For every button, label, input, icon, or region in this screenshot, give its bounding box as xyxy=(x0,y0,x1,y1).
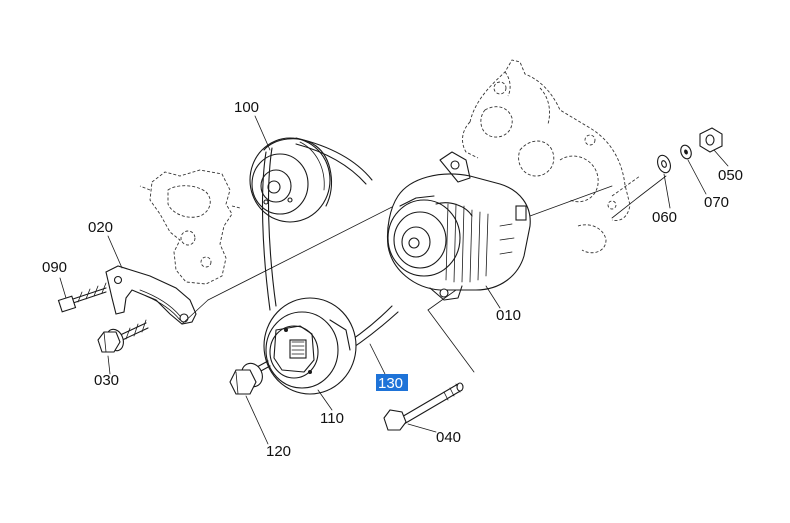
explode-guide-lines xyxy=(181,175,667,373)
label-100[interactable]: 100 xyxy=(234,99,259,116)
engine-gear-case xyxy=(462,59,641,254)
label-050[interactable]: 050 xyxy=(718,167,743,184)
label-040[interactable]: 040 xyxy=(436,429,461,446)
nut-050 xyxy=(699,127,723,153)
label-060[interactable]: 060 xyxy=(652,209,677,226)
label-020[interactable]: 020 xyxy=(88,219,113,236)
leader-lines xyxy=(59,115,729,445)
label-070[interactable]: 070 xyxy=(704,194,729,211)
label-030[interactable]: 030 xyxy=(94,372,119,389)
label-010[interactable]: 010 xyxy=(496,307,521,324)
highlight-130 xyxy=(376,374,408,391)
label-120[interactable]: 120 xyxy=(266,443,291,460)
adjusting-bracket xyxy=(105,265,197,325)
washer-060 xyxy=(657,154,671,174)
bolt-120 xyxy=(229,360,271,395)
bolt-040 xyxy=(383,382,464,431)
bolt-090 xyxy=(57,282,107,313)
fan-pulley-100 xyxy=(249,137,332,223)
label-110[interactable]: 110 xyxy=(320,410,344,427)
alternator-010 xyxy=(386,151,531,301)
bolt-030 xyxy=(97,319,149,353)
label-090[interactable]: 090 xyxy=(42,259,67,276)
crank-pulley-110 xyxy=(263,297,357,395)
v-belt-130 xyxy=(261,137,399,357)
water-pump-housing xyxy=(139,169,241,285)
part-labels: 100 020 090 030 120 110 130 040 010 060 … xyxy=(42,99,743,460)
lock-washer-070 xyxy=(680,144,692,160)
label-130[interactable]: 130 xyxy=(378,375,403,392)
